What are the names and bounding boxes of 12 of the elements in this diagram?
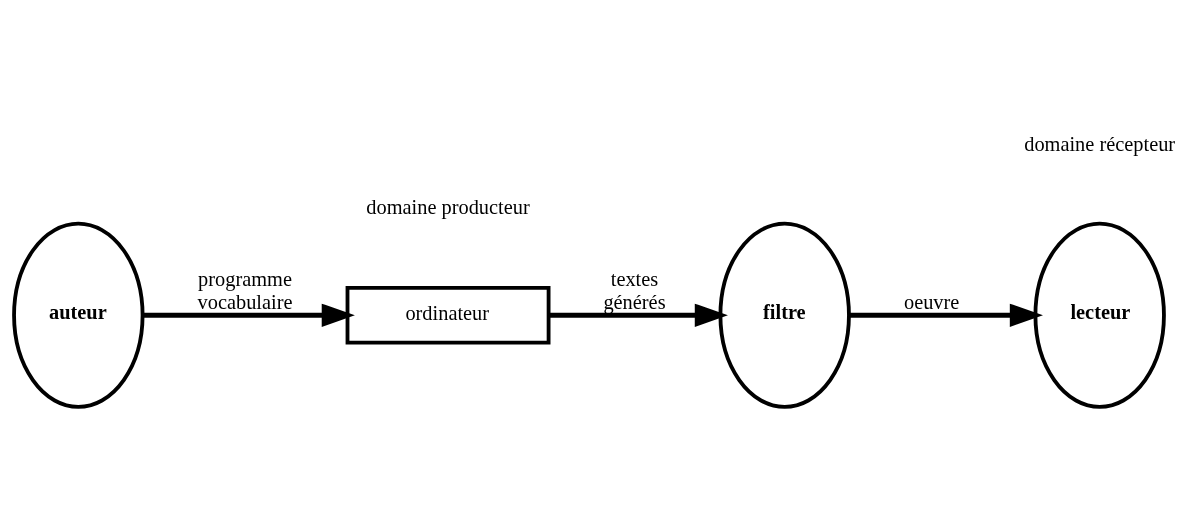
node-ellipse: lecteur [1033, 221, 1166, 409]
arrow [142, 303, 355, 327]
edge-label: programme vocabulaire [197, 267, 293, 313]
label: domaine récepteur [1024, 132, 1176, 155]
arrow [849, 303, 1043, 327]
edge-label: textes générés [603, 267, 666, 313]
node-ellipse: auteur [12, 221, 145, 409]
label: domaine producteur [366, 195, 530, 218]
edge-label: oeuvre [903, 290, 960, 313]
node-box: ordinateur [345, 285, 551, 345]
node-ellipse: filtre [718, 221, 851, 409]
arrow [548, 303, 728, 327]
